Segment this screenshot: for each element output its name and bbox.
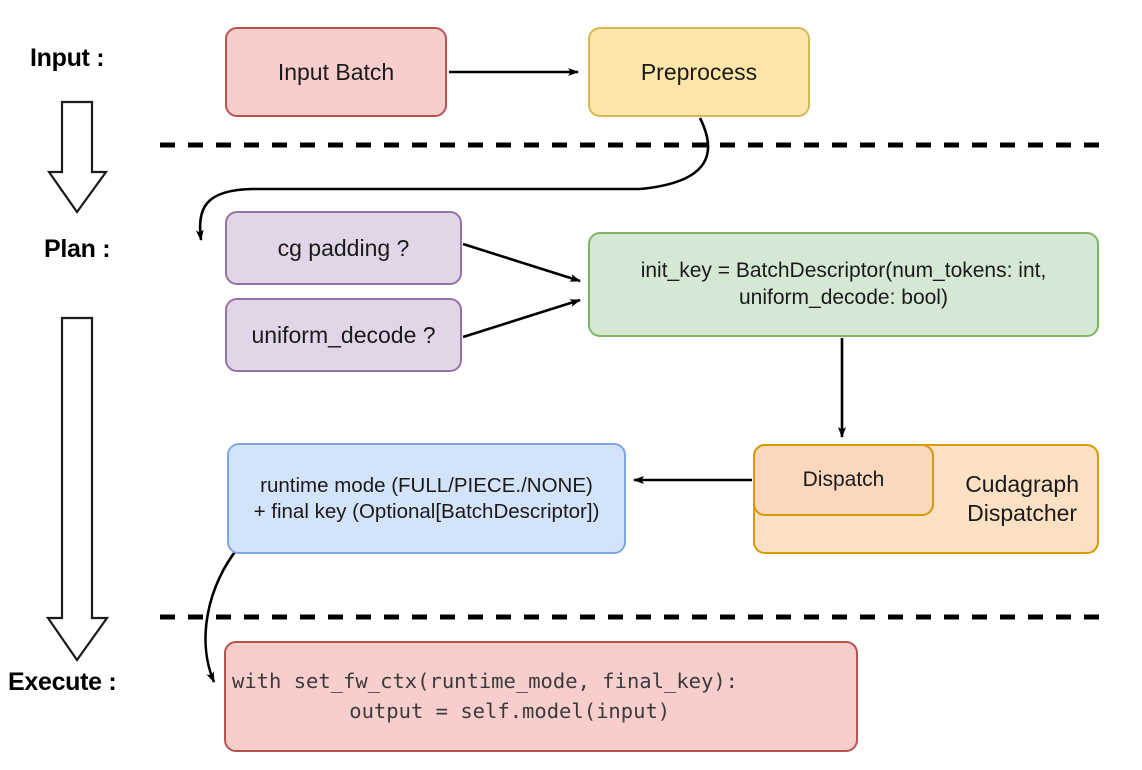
edge-uniform-decode-to-init-key <box>462 298 581 339</box>
stage-label-input: Input : <box>30 44 105 72</box>
node-init-key-label: init_key = BatchDescriptor(num_tokens: i… <box>640 259 1047 309</box>
input-to-plan-flow-arrow <box>46 100 109 214</box>
node-uniform-decode-label: uniform_decode ? <box>251 321 436 348</box>
node-dispatch[interactable]: Dispatch <box>753 444 934 516</box>
stage-label-execute: Execute : <box>8 668 117 696</box>
node-preprocess[interactable]: Preprocess <box>588 27 810 117</box>
node-cg-padding[interactable]: cg padding ? <box>225 211 462 285</box>
node-init-key[interactable]: init_key = BatchDescriptor(num_tokens: i… <box>588 232 1099 337</box>
node-cg-padding-label: cg padding ? <box>277 234 410 261</box>
node-dispatch-label: Dispatch <box>802 467 885 491</box>
node-input-batch-label: Input Batch <box>277 58 395 85</box>
node-code-snippet[interactable]: with set_fw_ctx(runtime_mode, final_key)… <box>224 641 858 752</box>
node-uniform-decode[interactable]: uniform_decode ? <box>225 298 462 372</box>
node-preprocess-label: Preprocess <box>640 58 758 85</box>
node-code-snippet-text: with set_fw_ctx(runtime_mode, final_key)… <box>232 668 739 723</box>
node-input-batch[interactable]: Input Batch <box>225 27 447 117</box>
edge-cg-padding-to-init-key <box>462 242 581 283</box>
stage-label-plan: Plan : <box>44 235 111 263</box>
node-cudagraph-dispatcher-label: Cudagraph Dispatcher <box>965 471 1079 526</box>
node-runtime-mode[interactable]: runtime mode (FULL/PIECE./NONE) + final … <box>227 443 626 554</box>
node-runtime-mode-label: runtime mode (FULL/PIECE./NONE) + final … <box>253 473 600 523</box>
plan-to-execute-flow-arrow <box>45 316 110 662</box>
